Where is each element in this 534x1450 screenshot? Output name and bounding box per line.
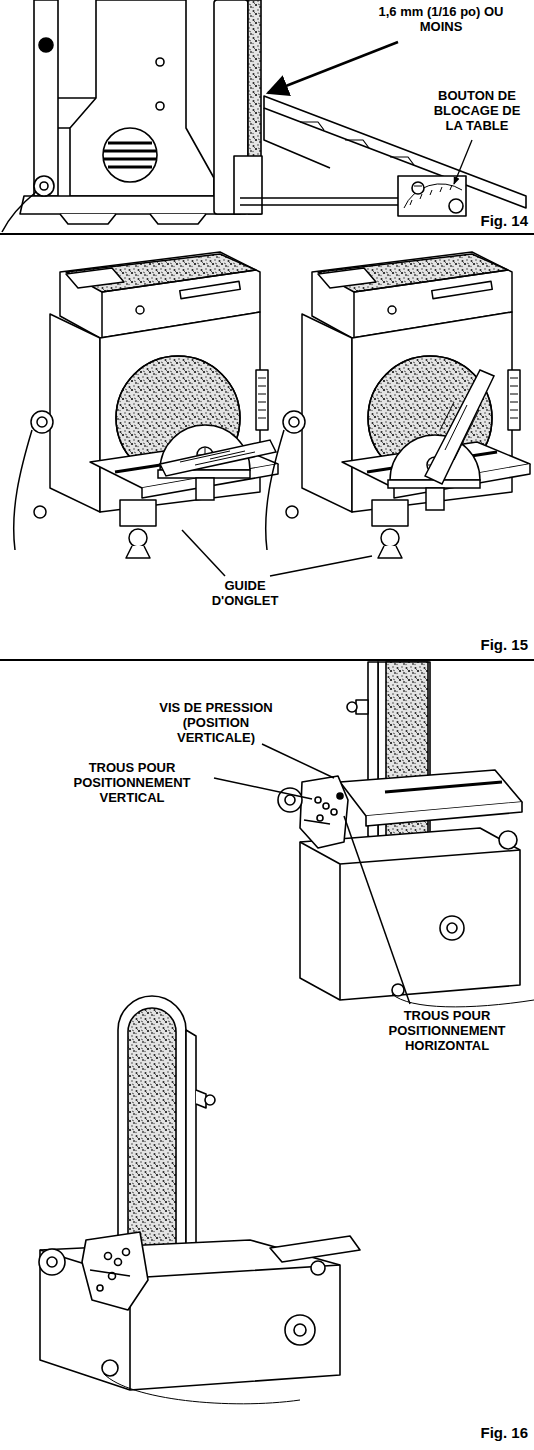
leader-lines bbox=[214, 778, 312, 799]
disk-sander-side-view bbox=[58, 98, 96, 128]
part-label: BOUTON DE BLOCAGE DE LA TABLE bbox=[424, 88, 530, 133]
part-label: GUIDE D'ONGLET bbox=[190, 578, 300, 608]
disk-sander-side-view bbox=[156, 58, 164, 66]
disk-sander-side-view bbox=[264, 108, 330, 168]
leader-lines bbox=[344, 816, 410, 1004]
sander-right bbox=[440, 402, 479, 460]
part-label: TROUS POUR POSITIONNEMENT HORIZONTAL bbox=[372, 1008, 522, 1053]
sander-left bbox=[14, 252, 278, 558]
sander-vertical-belt bbox=[392, 994, 534, 1007]
sander-vertical-belt-alt bbox=[311, 1261, 325, 1275]
sander-left bbox=[158, 425, 276, 500]
sander-vertical-belt-alt bbox=[39, 1249, 65, 1275]
figure-number: Fig. 15 bbox=[444, 636, 528, 653]
sander-vertical-belt bbox=[447, 923, 457, 933]
disk-sander-side-view bbox=[20, 196, 240, 214]
disk-sander-side-view bbox=[414, 186, 422, 187]
sander-left bbox=[196, 478, 214, 500]
dimension-callout: 1,6 mm (1/16 po) OU MOINS bbox=[376, 4, 506, 34]
leader-lines bbox=[262, 744, 334, 778]
sander-vertical-belt bbox=[285, 795, 295, 805]
leader-lines bbox=[214, 744, 410, 1004]
sander-right bbox=[266, 252, 530, 558]
sander-vertical-belt bbox=[440, 916, 464, 940]
sander-vertical-belt-alt bbox=[205, 1095, 215, 1105]
disk-sander-side-view bbox=[34, 0, 58, 196]
disk-sander-side-view bbox=[156, 102, 164, 110]
sander-right bbox=[425, 370, 494, 484]
leader-lines bbox=[454, 140, 472, 184]
disk-sander-side-view bbox=[2, 192, 36, 232]
figure-number: Fig. 14 bbox=[444, 212, 528, 229]
disk-sander-side-view bbox=[412, 182, 424, 194]
sander-right bbox=[266, 252, 530, 558]
leader-lines bbox=[270, 556, 372, 576]
sander-vertical-belt-alt bbox=[97, 1285, 103, 1291]
sander-vertical-belt-alt bbox=[102, 1360, 118, 1376]
sander-left bbox=[160, 440, 276, 476]
sander-vertical-belt bbox=[392, 984, 404, 996]
sander-vertical-belt-alt bbox=[39, 996, 360, 1404]
sander-vertical-belt-alt bbox=[104, 1374, 300, 1404]
disk-sander-side-view bbox=[104, 143, 156, 167]
sander-vertical-belt-alt bbox=[285, 1315, 315, 1345]
sander-vertical-belt bbox=[385, 782, 502, 792]
sander-vertical-belt bbox=[300, 776, 348, 848]
sander-vertical-belt bbox=[317, 815, 323, 821]
sander-vertical-belt bbox=[304, 820, 330, 824]
disk-sander-side-view bbox=[240, 198, 398, 205]
sander-vertical-belt-alt bbox=[294, 1324, 306, 1336]
sander-vertical-belt-alt bbox=[47, 1257, 57, 1267]
sander-vertical-belt bbox=[315, 797, 321, 803]
disk-sander-side-view bbox=[103, 128, 157, 182]
part-label: VIS DE PRESSION (POSITION VERTICALE) bbox=[146, 700, 286, 745]
sander-vertical-belt-alt bbox=[115, 1259, 122, 1266]
sander-vertical-belt-alt bbox=[82, 1232, 148, 1310]
leader-lines bbox=[182, 530, 225, 576]
figure-number: Fig. 16 bbox=[444, 1424, 528, 1441]
sander-vertical-belt bbox=[300, 828, 520, 1000]
sander-left bbox=[180, 451, 255, 465]
leader-lines bbox=[182, 530, 372, 576]
part-label: TROUS POUR POSITIONNEMENT VERTICAL bbox=[52, 760, 212, 805]
disk-sander-side-view bbox=[449, 199, 463, 213]
sander-vertical-belt bbox=[278, 788, 302, 812]
sander-vertical-belt-alt bbox=[90, 1270, 130, 1276]
leader-lines bbox=[268, 42, 398, 93]
sander-right bbox=[388, 370, 494, 510]
sander-left bbox=[14, 252, 278, 558]
disk-sander-side-view bbox=[34, 176, 54, 196]
disk-sander-side-view bbox=[300, 122, 414, 165]
sander-vertical-belt bbox=[331, 809, 337, 815]
sander-vertical-belt bbox=[337, 793, 343, 799]
sander-vertical-belt bbox=[366, 802, 522, 826]
sander-vertical-belt bbox=[278, 662, 534, 1007]
separator bbox=[0, 233, 534, 235]
sander-vertical-belt bbox=[499, 831, 517, 849]
disk-sander-side-view bbox=[39, 38, 53, 52]
sander-vertical-belt-alt bbox=[270, 1236, 360, 1262]
sander-vertical-belt-alt bbox=[105, 1253, 112, 1260]
separator bbox=[0, 659, 534, 661]
disk-sander-side-view bbox=[60, 214, 206, 224]
disk-sander-side-view bbox=[398, 176, 466, 216]
sander-right bbox=[426, 488, 444, 510]
sander-vertical-belt bbox=[300, 842, 520, 1000]
sander-vertical-belt-alt bbox=[123, 1249, 130, 1256]
sander-vertical-belt bbox=[323, 803, 329, 809]
disk-sander-side-view bbox=[40, 182, 48, 190]
sander-vertical-belt bbox=[347, 702, 357, 712]
